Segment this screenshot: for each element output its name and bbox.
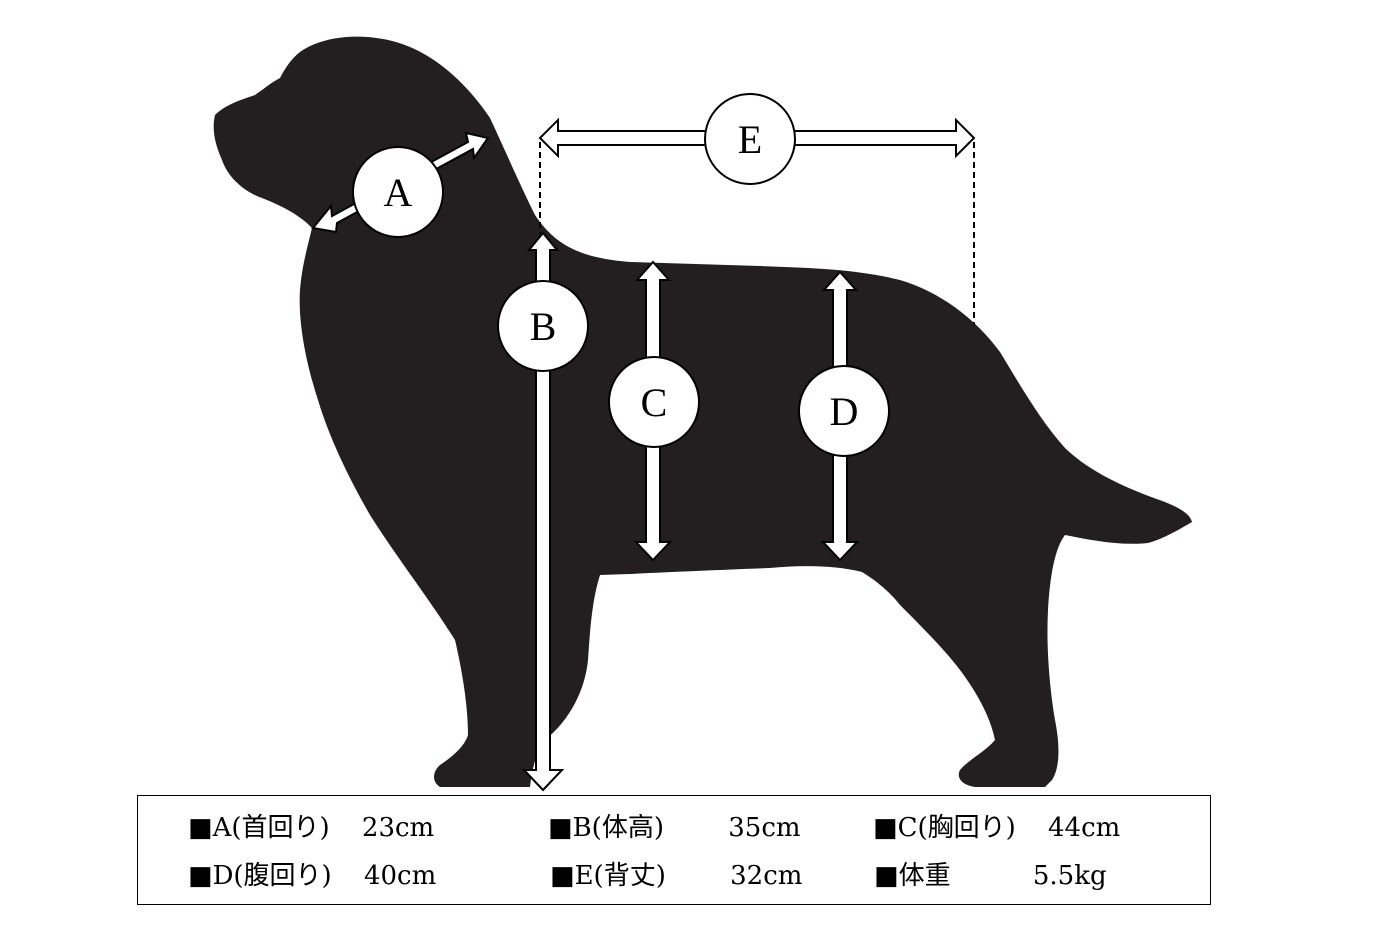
measurement-d: ■D(腹回り) 40cm bbox=[188, 856, 436, 896]
measurement-a-value: 23cm bbox=[361, 813, 435, 843]
measurement-weight-value: 5.5kg bbox=[1032, 861, 1107, 891]
measurement-e: ■E(背丈) 32cm bbox=[550, 856, 802, 896]
marker-b: B bbox=[497, 280, 589, 372]
marker-a-label: A bbox=[384, 170, 413, 215]
marker-e-label: E bbox=[738, 117, 762, 162]
measurement-d-value: 40cm bbox=[363, 861, 437, 891]
marker-d-label: D bbox=[830, 389, 859, 434]
measurement-e-label: ■E(背丈) bbox=[550, 861, 666, 891]
marker-a: A bbox=[352, 146, 444, 238]
marker-c-label: C bbox=[641, 380, 668, 425]
measurement-b-label: ■B(体高) bbox=[548, 813, 664, 843]
measurement-d-label: ■D(腹回り) bbox=[188, 861, 332, 891]
marker-b-label: B bbox=[530, 304, 557, 349]
measurement-c: ■C(胸回り) 44cm bbox=[873, 808, 1120, 848]
measurement-c-label: ■C(胸回り) bbox=[873, 813, 1016, 843]
measurement-c-value: 44cm bbox=[1048, 813, 1121, 843]
measurement-weight: ■体重 5.5kg bbox=[874, 856, 1107, 896]
dog-silhouette bbox=[213, 36, 1193, 788]
measurement-a: ■A(首回り) 23cm bbox=[188, 808, 434, 848]
marker-e: E bbox=[704, 93, 796, 185]
measurement-b: ■B(体高) 35cm bbox=[548, 808, 801, 848]
marker-d: D bbox=[798, 365, 890, 457]
measurement-legend: ■A(首回り) 23cm ■B(体高) 35cm ■C(胸回り) 44cm ■D… bbox=[137, 795, 1211, 905]
marker-c: C bbox=[608, 356, 700, 448]
measurement-a-label: ■A(首回り) bbox=[188, 813, 330, 843]
measurement-e-value: 32cm bbox=[730, 861, 803, 891]
measurement-b-value: 35cm bbox=[728, 813, 801, 843]
arrow-b bbox=[521, 231, 565, 792]
measurement-weight-label: ■体重 bbox=[874, 861, 951, 891]
